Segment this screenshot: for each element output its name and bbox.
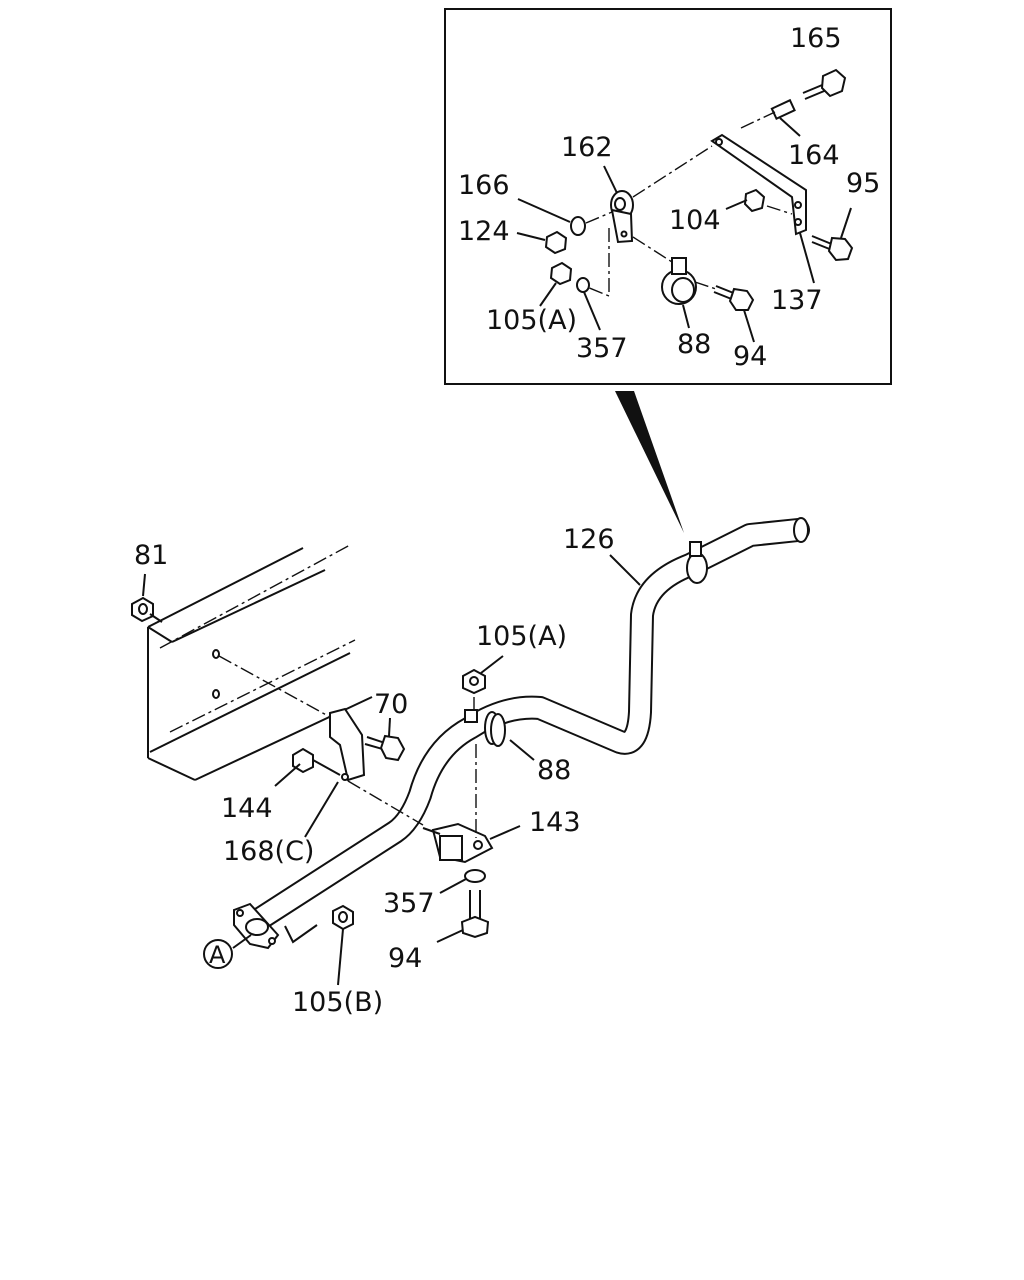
label-94-inset: 94: [733, 341, 767, 372]
label-126: 126: [563, 524, 615, 555]
clamp-88: [464, 709, 506, 747]
hanger-143: [431, 822, 494, 864]
label-162: 162: [561, 132, 613, 163]
label-105a-inset: 105(A): [486, 305, 577, 336]
label-143: 143: [529, 807, 581, 838]
label-105b: 105(B): [292, 987, 383, 1018]
frame-rail: [147, 544, 373, 781]
bolt-94-inset: [713, 285, 755, 311]
bolt-94: [460, 890, 490, 939]
nut-104: [743, 188, 766, 213]
inset-frame: [444, 8, 892, 385]
exhaust-pipe-126: [240, 517, 810, 936]
washer-166: [570, 216, 586, 236]
label-164: 164: [788, 140, 840, 171]
detail-inset: 165 164 162 166 95 104 124 137 105(A) 35…: [444, 8, 892, 533]
label-357: 357: [383, 888, 435, 919]
main-assembly: A 81 126 105(A) 70 88 144 168(C) 143 357…: [131, 517, 810, 1018]
clamp-88-inset: [661, 257, 697, 305]
nut-105a-inset: [549, 261, 573, 286]
bolt-95: [811, 235, 854, 262]
washer-357: [464, 869, 486, 883]
label-95: 95: [846, 168, 880, 199]
label-ref-a: A: [209, 941, 226, 969]
flange-a: [233, 902, 280, 950]
label-168c: 168(C): [223, 836, 314, 867]
sleeve-164: [770, 98, 796, 120]
label-105a: 105(A): [476, 621, 567, 652]
label-165: 165: [790, 23, 842, 54]
label-104: 104: [669, 205, 721, 236]
reference-circle-a: [203, 939, 233, 969]
bolt-165: [802, 68, 847, 100]
inset-pointer-wedge: [615, 391, 684, 533]
clamp-upper-hanger: [686, 541, 708, 584]
nut-124: [544, 230, 568, 255]
label-124: 124: [458, 216, 510, 247]
label-88-inset: 88: [677, 329, 711, 360]
label-88: 88: [537, 755, 571, 786]
label-70: 70: [374, 689, 408, 720]
label-94: 94: [388, 943, 422, 974]
label-357-inset: 357: [576, 333, 628, 364]
bracket-137: [710, 133, 807, 236]
washer-357-inset: [576, 277, 590, 293]
bracket-162: [610, 190, 634, 244]
label-81: 81: [134, 540, 168, 571]
label-137: 137: [771, 285, 823, 316]
label-144: 144: [221, 793, 273, 824]
label-166: 166: [458, 170, 510, 201]
bolt-70: [364, 734, 406, 762]
bracket-70: [329, 707, 366, 782]
